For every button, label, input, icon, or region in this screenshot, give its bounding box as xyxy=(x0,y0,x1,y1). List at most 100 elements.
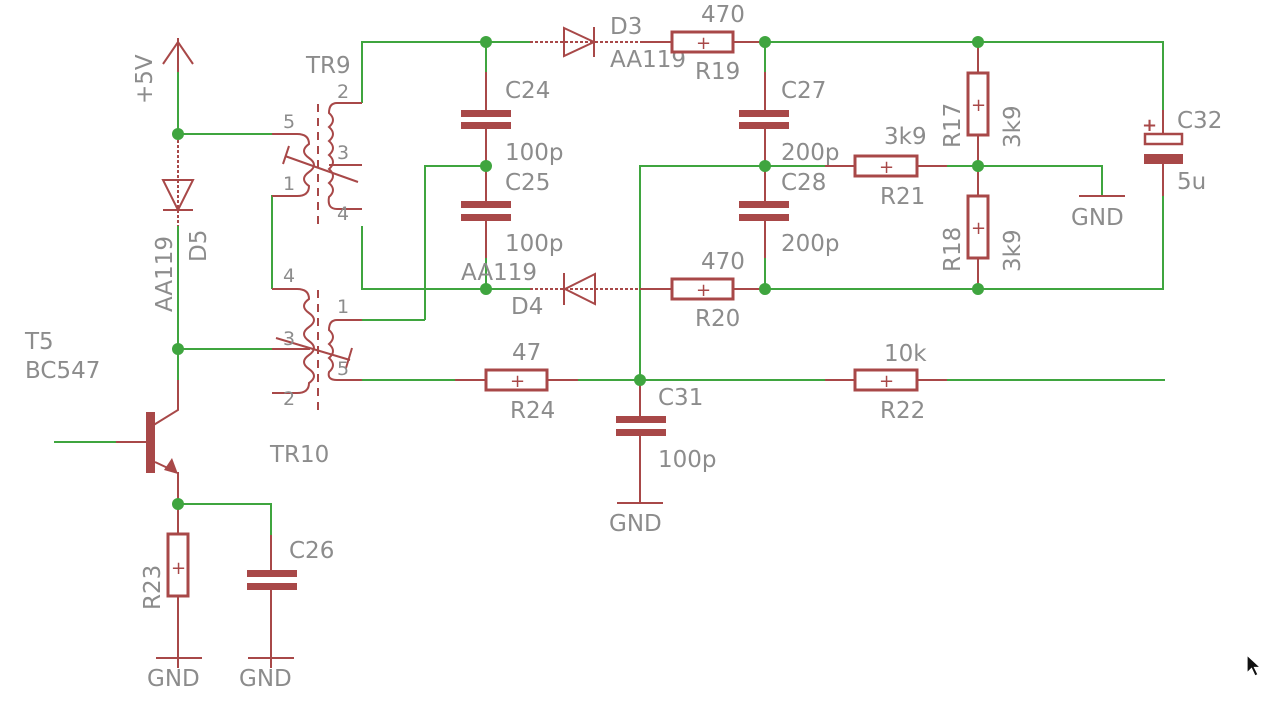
tr9-secondary-coil-icon xyxy=(327,102,362,210)
diode-d4[interactable]: AA119 D4 xyxy=(461,260,640,320)
junction-dot xyxy=(759,160,771,172)
junction-dot xyxy=(480,36,492,48)
transformer-tr10[interactable]: 4 3 2 1 5 TR10 xyxy=(269,265,362,468)
tr9-pin-5: 5 xyxy=(283,111,295,133)
capacitor-c25[interactable]: C25 100p xyxy=(461,166,564,258)
transformer-tr9[interactable]: 5 1 2 3 4 TR9 xyxy=(272,53,362,226)
c24-ref: C24 xyxy=(505,78,550,104)
r20-ref: R20 xyxy=(695,306,740,332)
wire-d5-to-collector[interactable] xyxy=(177,226,272,350)
r18-value: 3k9 xyxy=(1000,229,1026,272)
diode-d5[interactable]: AA119 D5 xyxy=(152,140,212,312)
tr10-pin-1: 1 xyxy=(337,296,349,318)
wire-tr9-pin4[interactable] xyxy=(361,226,530,290)
d5-ref: D5 xyxy=(186,230,212,262)
junction-dot xyxy=(634,374,646,386)
resistor-r22[interactable]: + 10k R22 xyxy=(825,341,947,424)
diode-d3-symbol-icon xyxy=(563,26,597,58)
resistor-r24[interactable]: + 47 R24 xyxy=(455,340,578,424)
tr10-pin-5: 5 xyxy=(337,358,349,380)
junction-dot xyxy=(480,283,492,295)
r19-ref: R19 xyxy=(695,59,740,85)
capacitor-c24[interactable]: C24 100p xyxy=(461,72,564,166)
gnd-label-c26: GND xyxy=(239,666,292,692)
junction-dot xyxy=(972,283,984,295)
supply-arrow-icon xyxy=(162,38,194,72)
tr10-pin-2: 2 xyxy=(283,388,295,410)
ground-symbol-mid[interactable]: GND xyxy=(1071,195,1125,231)
tr9-pin-2: 2 xyxy=(337,81,349,103)
junction-dot xyxy=(172,498,184,510)
d5-value: AA119 xyxy=(152,236,178,312)
resistor-r21[interactable]: + 3k9 R21 xyxy=(825,124,947,210)
c32-ref: C32 xyxy=(1177,108,1222,134)
tr9-pin-1: 1 xyxy=(283,173,295,195)
junction-dot xyxy=(972,160,984,172)
r18-mark: + xyxy=(971,218,986,239)
r24-value: 47 xyxy=(512,340,541,366)
d4-value: AA119 xyxy=(461,260,537,286)
tr10-primary-coil-icon xyxy=(272,288,315,394)
diode-d3[interactable]: D3 AA119 xyxy=(530,14,686,73)
tr9-pin-3: 3 xyxy=(337,142,349,164)
r20-mark: + xyxy=(696,280,711,301)
wire-top-rail-right[interactable] xyxy=(765,41,1164,110)
wires xyxy=(54,41,1165,535)
t5-value: BC547 xyxy=(25,358,100,384)
resistor-r18[interactable]: + R18 3k9 xyxy=(940,166,1026,289)
r24-mark: + xyxy=(510,371,525,392)
c27-value: 200p xyxy=(781,140,840,166)
r22-ref: R22 xyxy=(880,398,925,424)
wire-top-rail[interactable] xyxy=(361,41,530,103)
r19-value: 470 xyxy=(701,2,745,28)
tr9-ref: TR9 xyxy=(305,53,351,79)
tr9-pin-4: 4 xyxy=(337,203,349,225)
capacitor-c27[interactable]: C27 200p xyxy=(739,72,840,166)
tr9-primary-coil-icon xyxy=(272,133,315,197)
c31-value: 100p xyxy=(658,447,717,473)
r21-value: 3k9 xyxy=(884,124,927,150)
r20-value: 470 xyxy=(701,249,745,275)
supply-5v[interactable]: +5V xyxy=(132,38,194,104)
r23-ref: R23 xyxy=(140,565,166,610)
r24-ref: R24 xyxy=(510,398,555,424)
c25-value: 100p xyxy=(505,231,564,257)
c26-ref: C26 xyxy=(289,538,334,564)
transistor-t5[interactable]: T5 BC547 xyxy=(24,329,179,504)
wire-r21-right[interactable] xyxy=(947,165,1103,196)
junction-dot xyxy=(972,36,984,48)
tr10-tuning-slug-icon xyxy=(275,337,353,369)
diode-d4-symbol-icon xyxy=(562,272,596,306)
capacitor-c28[interactable]: C28 200p xyxy=(739,166,840,258)
wire-emitter-c26[interactable] xyxy=(178,503,272,535)
c32-value: 5u xyxy=(1177,169,1206,195)
resistor-r23[interactable]: + R23 GND xyxy=(140,504,202,692)
capacitor-c31[interactable]: C31 100p GND xyxy=(609,380,717,537)
c27-ref: C27 xyxy=(781,78,826,104)
d4-ref: D4 xyxy=(511,294,543,320)
junctions xyxy=(172,36,984,510)
emitter-arrow-icon xyxy=(164,458,178,474)
capacitor-c32[interactable]: + C32 5u xyxy=(1142,108,1222,196)
diode-d5-symbol-icon xyxy=(161,179,195,213)
mouse-pointer-icon xyxy=(1246,654,1263,677)
tr10-secondary-coil-icon xyxy=(327,319,362,381)
tr10-ref: TR10 xyxy=(269,442,329,468)
junction-dot xyxy=(480,160,492,172)
junction-dot xyxy=(759,36,771,48)
r17-mark: + xyxy=(971,95,986,116)
c28-ref: C28 xyxy=(781,170,826,196)
wire-tr9-center[interactable] xyxy=(424,165,486,320)
gnd-label-r23: GND xyxy=(147,666,200,692)
resistor-r17[interactable]: + R17 3k9 xyxy=(940,42,1026,166)
wire-bottom-rail-right[interactable] xyxy=(765,196,1164,290)
wire-5v-rail[interactable] xyxy=(177,72,272,135)
c31-ref: C31 xyxy=(658,385,703,411)
c32-polarity-mark: + xyxy=(1142,115,1157,136)
capacitor-c26[interactable]: C26 GND xyxy=(239,535,334,692)
resistor-r20[interactable]: + 470 R20 xyxy=(640,249,765,332)
r23-mark: + xyxy=(171,558,186,579)
r22-mark: + xyxy=(879,371,894,392)
tr10-pin-3: 3 xyxy=(283,328,295,350)
